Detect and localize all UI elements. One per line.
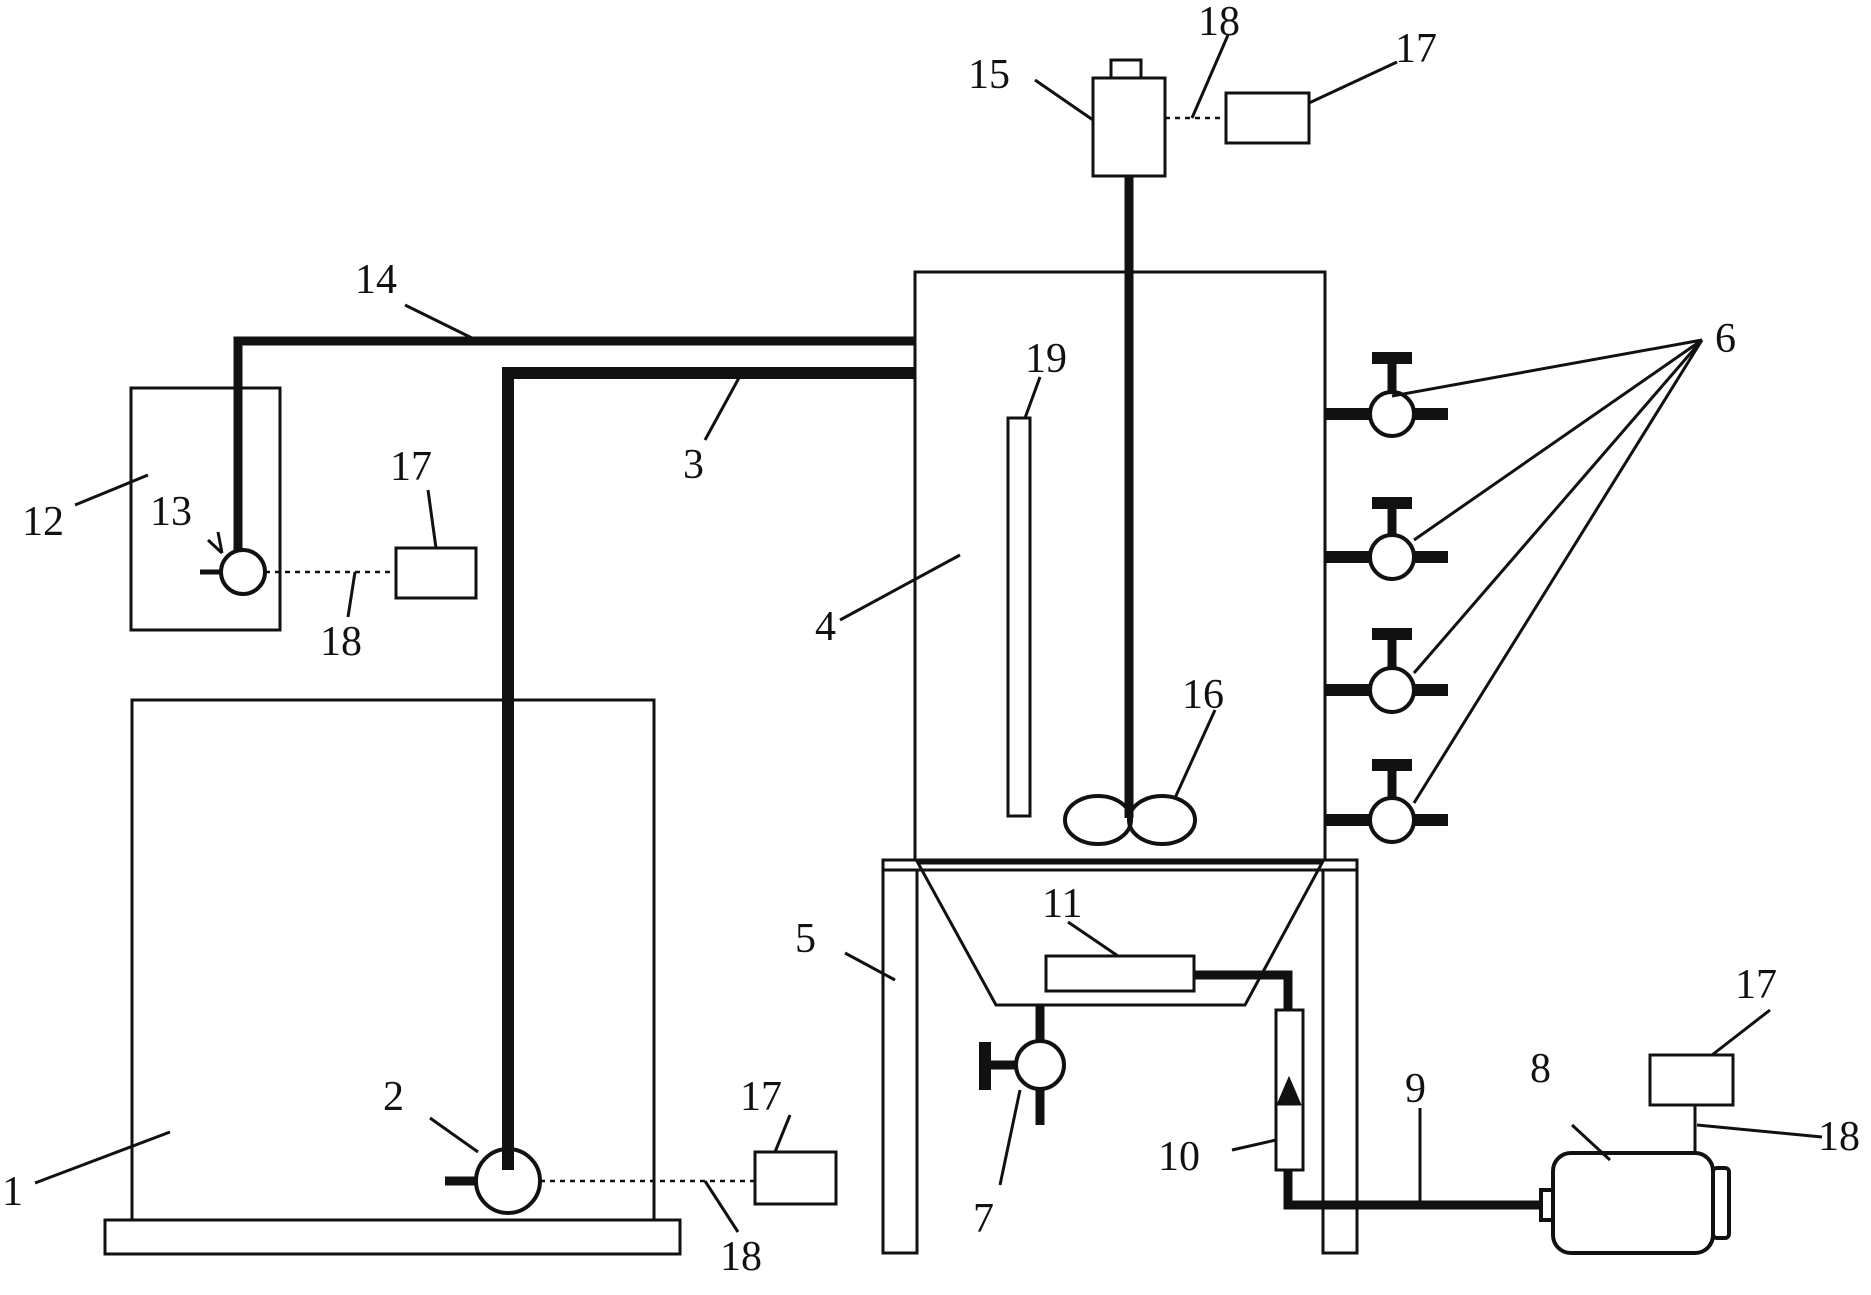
air-pipe-upper [1194,970,1293,1010]
label-aerator: 11 [1042,881,1082,927]
label-feed-pipe: 3 [683,442,704,488]
label-dosing-pipe: 14 [355,257,397,303]
hopper-bottom [915,861,1325,1007]
drain-valve-icon [979,1005,1066,1125]
label-controller-blower: 17 [1735,962,1777,1008]
label-drain-valve: 7 [973,1196,994,1242]
label-probe: 19 [1025,336,1067,382]
label-controller-pump: 17 [740,1074,782,1120]
storage-tank [103,698,682,1256]
leader-lines [34,34,1823,1233]
probe [1006,416,1032,818]
dosing-pump-icon [200,548,267,596]
label-controller-dosing: 17 [390,444,432,490]
impeller-icon [1063,794,1197,846]
label-motor: 15 [968,52,1010,98]
controller-box [753,1150,838,1206]
blower-icon [1539,1151,1731,1255]
label-stand: 5 [795,916,816,962]
label-dosing-tank: 12 [22,499,64,545]
aerator [1044,954,1196,993]
label-reactor: 4 [815,604,836,650]
sample-valve-icon [1325,497,1448,581]
controller-box [394,546,478,600]
flowmeter [1274,1008,1305,1172]
label-blower: 8 [1530,1046,1551,1092]
reactor-vessel [913,270,1327,862]
dosing-pipe [233,336,915,550]
label-sample-valves: 6 [1715,316,1736,362]
label-controller-motor: 17 [1395,26,1437,72]
sample-valve-icon [1325,759,1448,844]
label-pump: 2 [383,1074,404,1120]
label-air-pipe: 9 [1405,1066,1426,1112]
sample-valve-icon [1325,628,1448,714]
stirrer-motor-icon [1091,58,1167,178]
label-tank: 1 [2,1169,23,1215]
label-signal-line-pump: 18 [720,1234,762,1280]
sample-valve-icon [1325,352,1448,438]
label-dosing-pump: 13 [150,489,192,535]
controller-box [1648,1053,1735,1107]
air-pipe [1283,1170,1541,1210]
label-flowmeter: 10 [1158,1134,1200,1180]
dosing-tank [129,386,282,632]
support-stand [881,858,1359,1255]
label-signal-line-dosing: 18 [320,619,362,665]
label-impeller: 16 [1182,672,1224,718]
label-signal-line-blower: 18 [1818,1114,1860,1160]
feed-pipe [502,367,915,1170]
feed-pump-icon [445,1147,542,1215]
controller-box [1224,91,1311,145]
label-signal-line-motor: 18 [1198,0,1240,45]
